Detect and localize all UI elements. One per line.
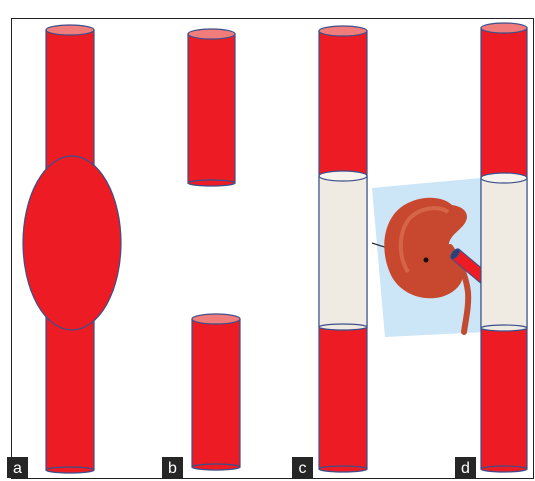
panel-d-grafted-vessel xyxy=(481,23,527,472)
panel-label-d: d xyxy=(455,457,476,478)
vessel-top-opening xyxy=(319,26,367,36)
svg-text:b: b xyxy=(168,460,177,477)
panel-label-b: b xyxy=(162,457,183,478)
panel-c-grafted-vessel xyxy=(319,26,367,472)
panel-b-resected-vessel xyxy=(188,29,240,470)
vessel-bottom-end xyxy=(481,466,527,472)
graft-segment xyxy=(481,173,527,331)
graft-segment xyxy=(319,171,367,330)
pointer-dot xyxy=(424,258,429,263)
vessel-bottom-end xyxy=(319,466,367,472)
vessel-top-opening xyxy=(481,23,527,33)
upper-vessel-segment xyxy=(188,29,235,186)
vessel-bottom-end xyxy=(46,467,94,473)
lower-vessel-segment xyxy=(192,314,240,470)
panel-label-c: c xyxy=(292,457,313,478)
panel-a-aneurysm-vessel xyxy=(23,25,121,473)
aneurysm-bulge xyxy=(23,156,121,330)
svg-text:a: a xyxy=(13,460,22,477)
panel-label-a: a xyxy=(7,457,28,478)
svg-text:d: d xyxy=(461,460,470,477)
vessel-top-opening xyxy=(46,25,94,35)
svg-text:c: c xyxy=(299,460,307,477)
